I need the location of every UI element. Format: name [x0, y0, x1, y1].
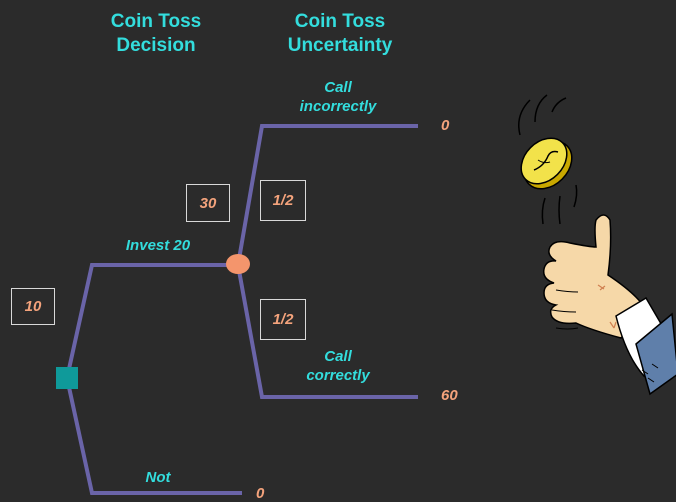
- chance-node: [226, 254, 250, 274]
- label-invest: Invest 20: [108, 236, 208, 255]
- value-box-chance: 30: [186, 184, 230, 222]
- hand-icon: [542, 214, 676, 396]
- payoff-correct: 60: [441, 387, 458, 404]
- branch-call-incorrectly: [236, 124, 418, 266]
- label-not-text: Not: [145, 469, 171, 486]
- header-decision: Coin Toss Decision: [96, 10, 216, 58]
- payoff-incorrect: 0: [441, 117, 450, 134]
- label-call-incorrectly-line2: incorrectly: [299, 98, 377, 115]
- label-call-correctly-line1: Call: [324, 348, 352, 365]
- prob-box-incorrect: 1/2: [260, 180, 306, 221]
- label-invest-text: Invest 20: [125, 237, 191, 254]
- coin-icon: [520, 137, 573, 190]
- header-uncertainty-line1: Coin Toss: [294, 11, 386, 32]
- header-uncertainty: Coin Toss Uncertainty: [270, 10, 410, 58]
- value-box-decision: 10: [11, 288, 55, 325]
- label-call-correctly-line2: correctly: [306, 367, 370, 384]
- label-call-incorrectly-line1: Call: [324, 79, 352, 96]
- coin-hand-illustration: [518, 94, 676, 396]
- prob-box-correct: 1/2: [260, 299, 306, 340]
- branch-invest: [65, 263, 238, 379]
- header-uncertainty-line2: Uncertainty: [287, 35, 393, 56]
- branch-call-correctly: [236, 264, 418, 399]
- decision-node: [56, 367, 78, 389]
- header-decision-line2: Decision: [116, 35, 196, 56]
- branch-not: [65, 377, 242, 495]
- label-not: Not: [128, 468, 188, 487]
- label-call-incorrectly: Call incorrectly: [278, 78, 398, 116]
- payoff-not: 0: [256, 485, 265, 502]
- header-decision-line1: Coin Toss: [110, 11, 202, 32]
- label-call-correctly: Call correctly: [278, 347, 398, 385]
